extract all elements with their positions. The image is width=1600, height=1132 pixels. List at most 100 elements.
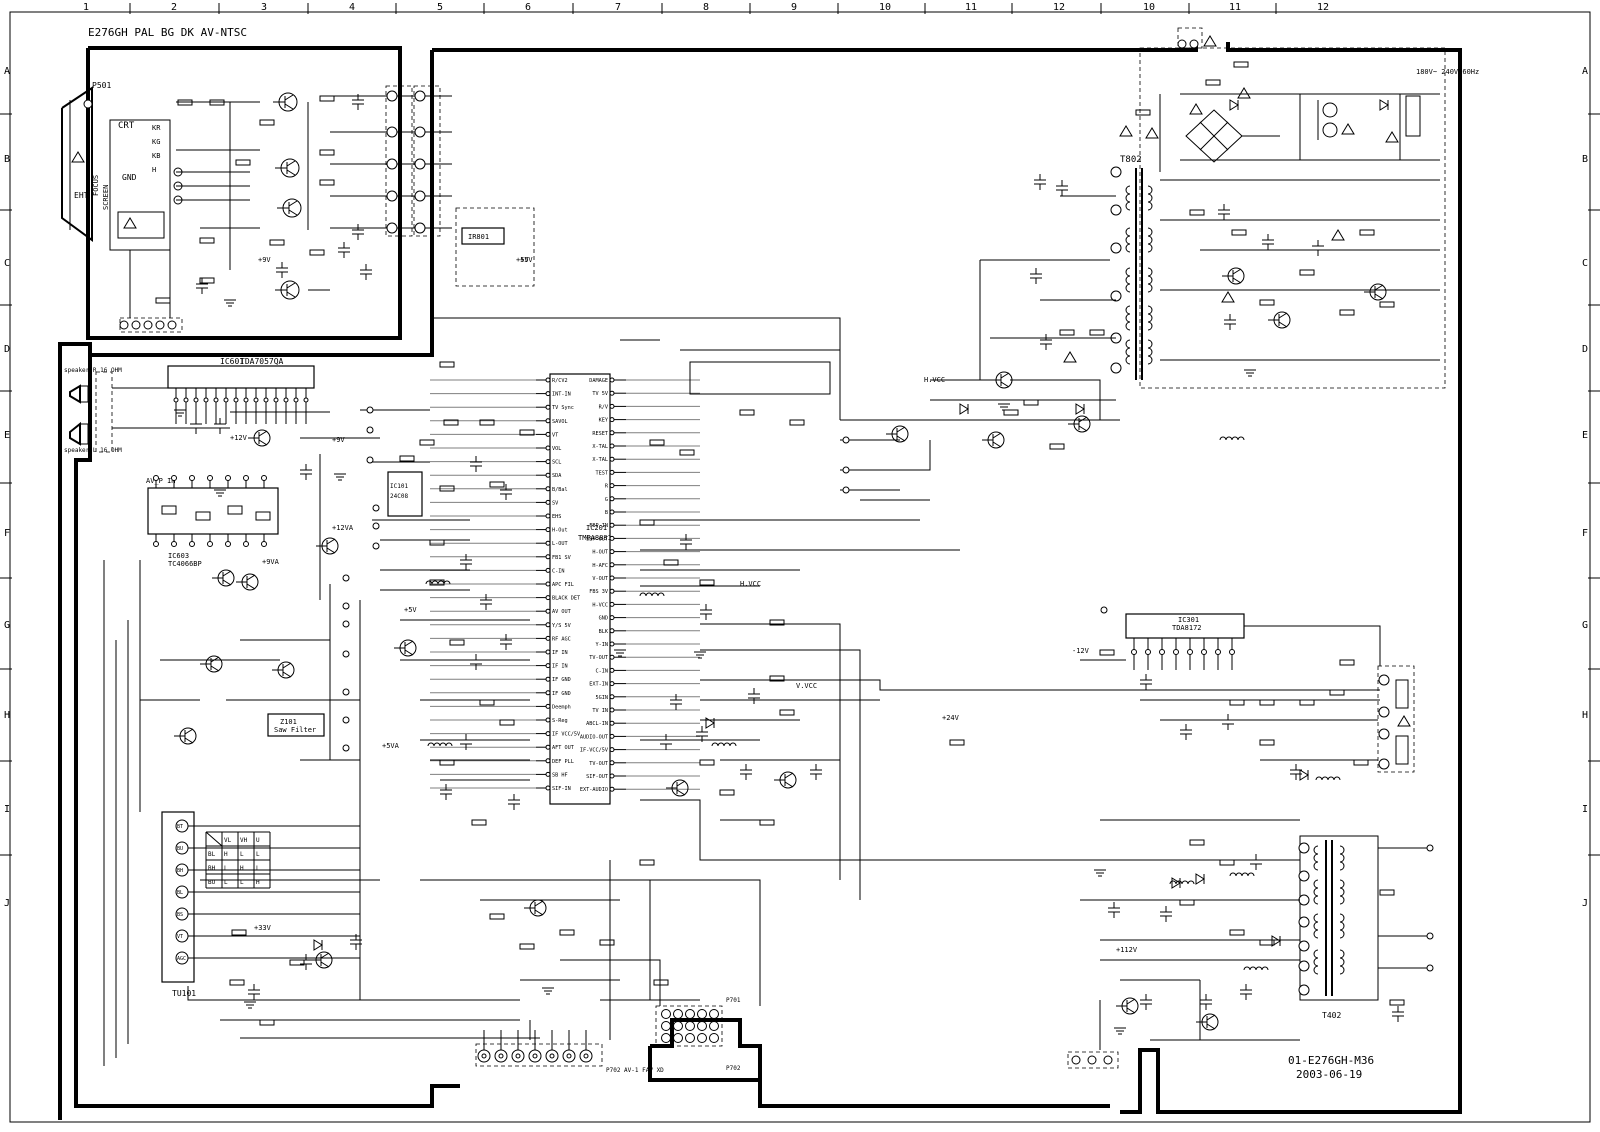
row-label-left: E: [4, 430, 10, 441]
bridge-rectifier: [1185, 109, 1243, 163]
main-board-frame-right: [1120, 42, 1462, 1114]
band-table-cell: BU: [208, 879, 216, 886]
column-label: 10: [1143, 2, 1155, 13]
rail-12v: +12V: [230, 434, 248, 442]
crt-kb: KB: [152, 152, 160, 160]
rear-av-jacks: [475, 1043, 603, 1067]
crt-connector-p401: [413, 85, 441, 237]
ic201-left-pin: EHS: [552, 514, 561, 520]
row-label-left: J: [4, 898, 10, 909]
ic301-part: TDA8172: [1172, 624, 1202, 632]
power-supply-region: [1139, 47, 1446, 389]
transistor: [273, 92, 298, 112]
crt-kr: KR: [152, 124, 161, 132]
band-table-header: VL: [224, 837, 232, 844]
model-title: E276GH PAL BG DK AV-NTSC: [88, 26, 247, 39]
warning-icon: [1331, 229, 1345, 241]
t402-ref: T402: [1322, 1011, 1341, 1020]
column-label: 4: [349, 2, 355, 13]
transistor: [316, 537, 339, 555]
warning-icon: [71, 151, 85, 163]
ic201-right-pin: H-OUT: [592, 550, 608, 556]
transistor: [1196, 1013, 1219, 1031]
ic201-right-pin: SBP-OUT: [586, 536, 608, 542]
ic201-right-pin: FBS 3V: [589, 589, 608, 595]
ir-receiver-box: [455, 207, 535, 287]
wiring: [103, 94, 1440, 1066]
z101-label: Saw Filter: [274, 726, 316, 734]
ic201-left-pin: APC FIL: [552, 582, 574, 588]
transistor: [248, 429, 271, 447]
tuner-pin: VT: [177, 934, 183, 940]
av-block-label: P702 AV-1 FAV XD: [606, 1067, 664, 1074]
column-label: 11: [1229, 2, 1241, 13]
rail-neg12v: -12V: [1072, 647, 1090, 655]
column-label: 12: [1053, 2, 1065, 13]
ic201-right-pin: AUDIO-OUT: [580, 734, 608, 740]
transistor: [982, 431, 1005, 449]
ic201-right-pin: TEST: [596, 470, 609, 476]
row-label-right: B: [1582, 154, 1588, 165]
crt-connector-p501: [385, 85, 413, 237]
transistor: [1116, 997, 1139, 1015]
main-board-frame-left: [58, 342, 460, 1120]
ic201-right-pin: EXT-AUDIO: [580, 787, 608, 793]
ic201-ref: IC201: [586, 524, 607, 532]
ic601: [167, 365, 315, 389]
row-label-left: F: [4, 528, 10, 539]
transistor: [886, 425, 909, 443]
ic201-left-pin: Y/S 5V: [552, 623, 571, 629]
screen-label: SCREEN: [102, 185, 110, 210]
ic201-right-pin: IF-VCC/5V: [580, 748, 608, 754]
speaker-l: speaker L 16 OHM: [64, 421, 122, 454]
crt-board-outline: [86, 46, 402, 340]
crt-heater-conn: [119, 317, 183, 333]
doc-number: 01-E276GH-M36: [1288, 1054, 1374, 1067]
passive-components: [123, 35, 1434, 1035]
ir-receiver: [461, 227, 505, 245]
ic201-right-pin: TV IN: [592, 708, 608, 714]
crt-label: CRT: [118, 121, 135, 131]
ic201-main: [549, 373, 611, 805]
ic201-left-pin: IF GND: [552, 691, 571, 697]
row-label-left: C: [4, 258, 10, 269]
band-table-cell: L: [224, 865, 228, 872]
rail-hvcc-2: H.VCC: [740, 580, 761, 588]
crt-socket: P501 EHT: [61, 81, 111, 242]
rail-vvcc: V.VCC: [796, 682, 817, 690]
warning-icon: [1341, 123, 1355, 135]
ic201-part: TMPA8881: [578, 534, 612, 542]
transistor: [310, 951, 333, 969]
z101-saw-filter: [267, 713, 325, 737]
ic201-right-pin: KEY: [599, 418, 609, 424]
tuner-ref: TU101: [172, 989, 196, 998]
transistor: [275, 280, 300, 300]
row-label-right: A: [1582, 66, 1588, 77]
ic201-right-pin: EXT-IN: [589, 682, 608, 688]
ic201-left-pin: FB1 SV: [552, 555, 571, 561]
focus-label: FOCUS: [92, 175, 100, 196]
crt-h: H: [152, 166, 156, 174]
column-label: 2: [171, 2, 177, 13]
warning-icon: [1385, 131, 1399, 143]
ic201-left-pin: B/Bal: [552, 487, 568, 493]
mains-fuse-holder: [1177, 27, 1203, 49]
ic201-left-pin: VOL: [552, 446, 561, 452]
ic201-right-pin: R/V: [599, 404, 608, 410]
warning-icon: [1237, 87, 1251, 99]
ic201-right-pin: RESET: [592, 431, 608, 437]
tuner-pin: BS: [177, 912, 183, 918]
rail-5v-a: +5V: [404, 606, 417, 614]
band-table-cell: H: [256, 879, 260, 886]
transistor: [275, 158, 300, 178]
tuner-pin: AGC: [177, 956, 186, 962]
band-table-cell: L: [256, 851, 260, 858]
gnd-label: GND: [122, 173, 137, 182]
ic201-right-pin: C-IN: [596, 668, 609, 674]
row-label-left: A: [4, 66, 10, 77]
mains-choke: [1317, 100, 1338, 140]
ic201-left-pin: DEF PLL: [552, 759, 574, 765]
